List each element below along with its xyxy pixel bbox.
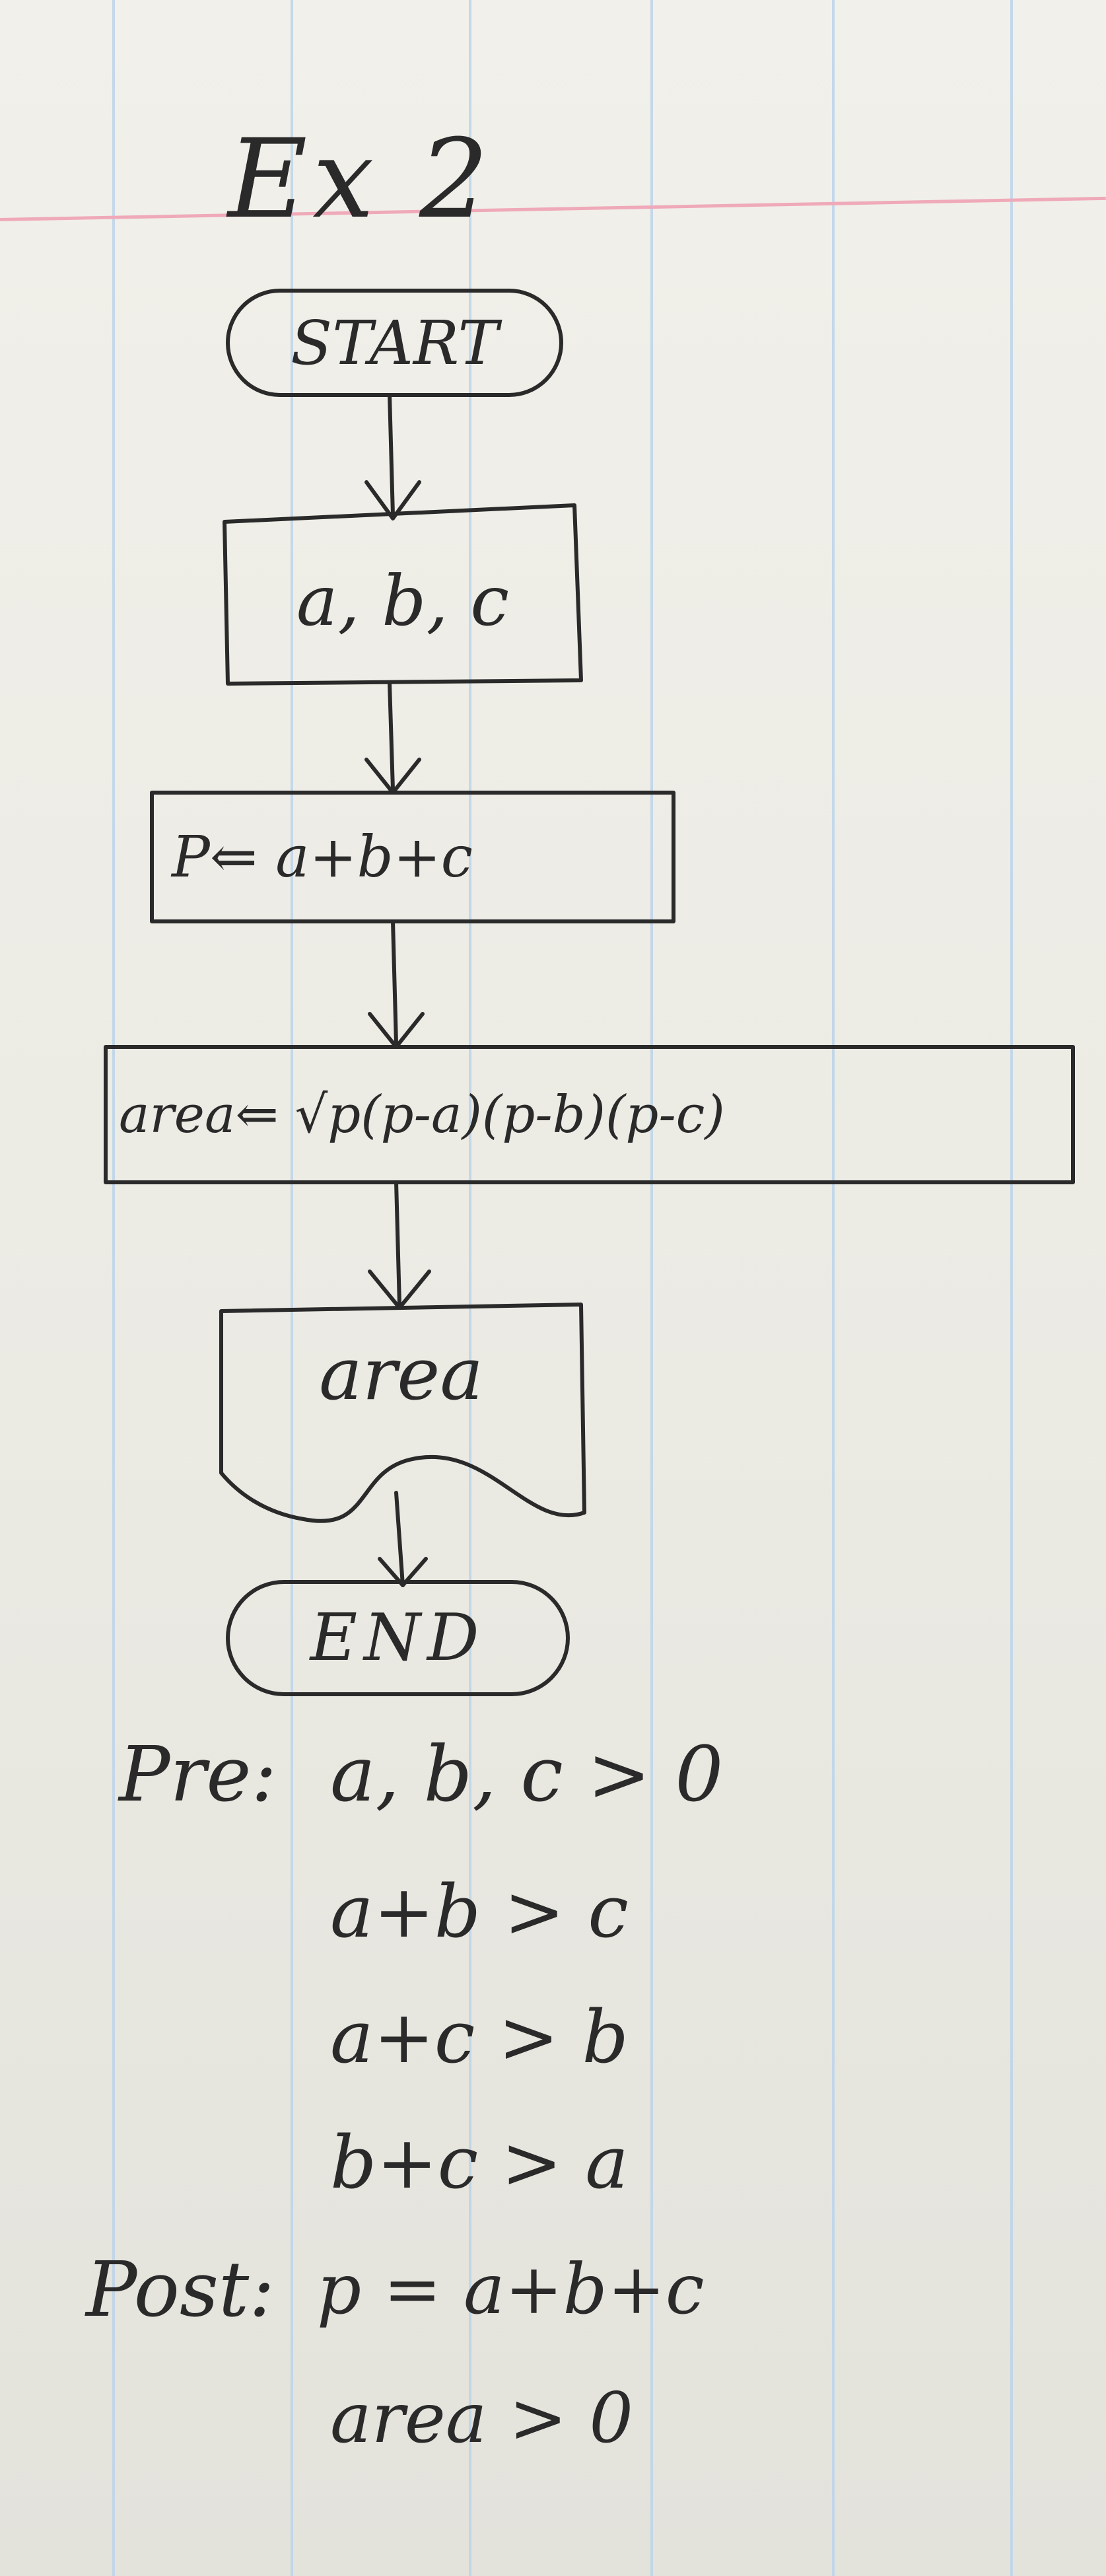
arrow [388, 393, 395, 517]
arrow [394, 1180, 401, 1306]
input-shape [223, 503, 583, 686]
input-label: a, b, c [296, 561, 510, 641]
post-label: Post: [86, 2246, 275, 2334]
output-label: area [319, 1332, 483, 1416]
pre-label: Pre: [119, 1731, 277, 1819]
pre-condition-1: a, b, c > 0 [330, 1731, 724, 1819]
pre-condition-2: a+b > c [330, 1869, 629, 1954]
page-title: Ex 2 [228, 116, 494, 242]
pre-condition-3: a+c > b [330, 1995, 629, 2079]
arrowhead [378, 1557, 428, 1587]
ruled-line [469, 0, 471, 2576]
arrow [394, 1491, 405, 1587]
ruled-line [291, 0, 293, 2576]
pre-condition-4: b+c > a [330, 2120, 629, 2205]
ruled-line [112, 0, 115, 2576]
post-condition-2: area > 0 [330, 2378, 634, 2458]
process-area-label: area⇐ √p(p-a)(p-b)(p-c) [119, 1085, 725, 1145]
ruled-line [832, 0, 835, 2576]
start-label: START [291, 307, 499, 378]
ruled-line [1010, 0, 1013, 2576]
arrowhead [364, 480, 421, 520]
end-label: END [310, 1600, 486, 1676]
process-area-box [104, 1045, 1075, 1184]
start-terminal [226, 289, 563, 397]
arrow [391, 919, 398, 1046]
ruled-line [650, 0, 653, 2576]
process-p-box [150, 791, 675, 923]
post-condition-1: p = a+b+c [317, 2249, 705, 2330]
end-terminal [226, 1580, 570, 1696]
process-p-label: P⇐ a+b+c [172, 824, 473, 890]
output-document [219, 1303, 586, 1523]
arrow [388, 682, 395, 791]
